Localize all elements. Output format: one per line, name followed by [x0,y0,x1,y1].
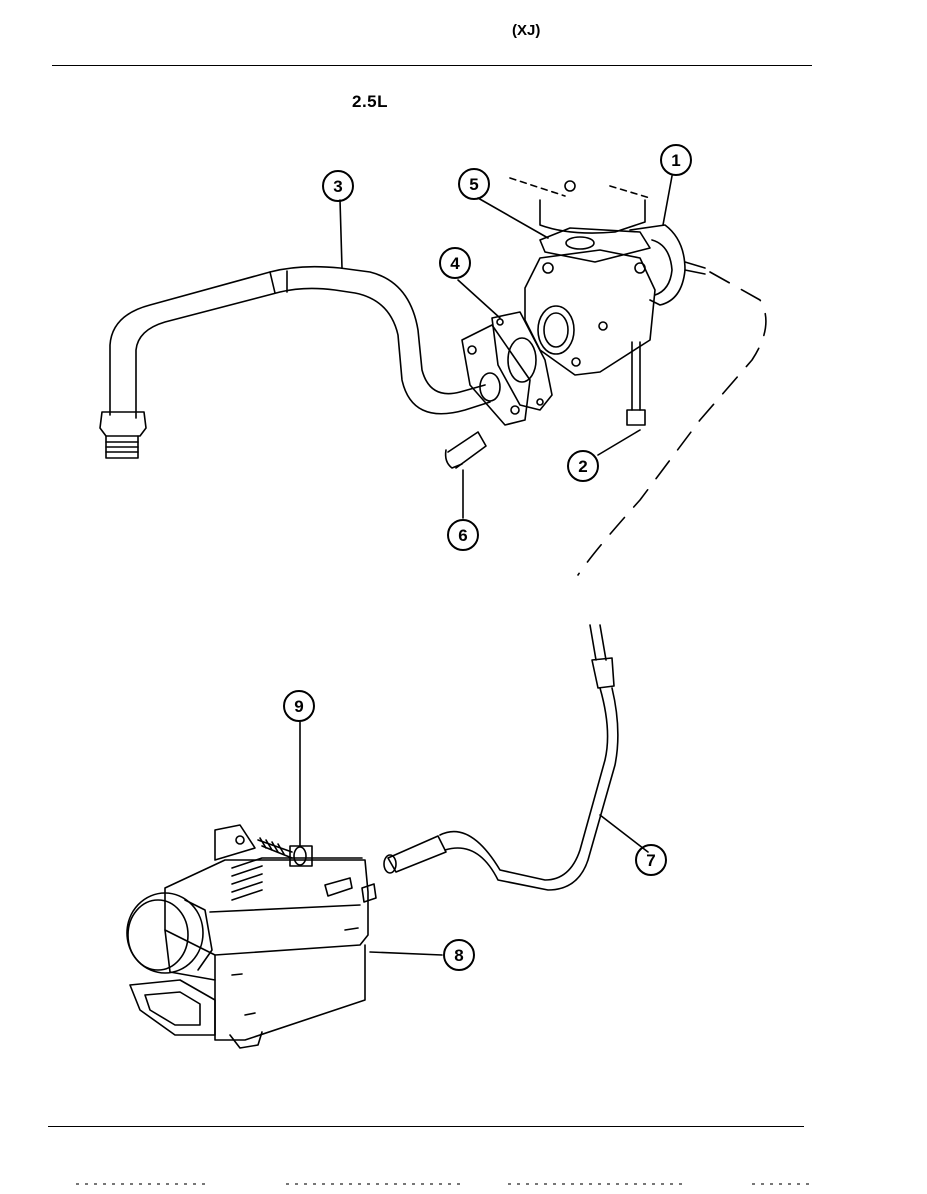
header-rule [52,65,812,66]
callout-6: 6 [447,519,479,551]
callout-2-label: 2 [578,457,587,476]
scan-artifact [76,1183,206,1185]
vacuum-hose [383,624,619,891]
scan-artifact [286,1183,466,1185]
callout-5-label: 5 [469,175,478,194]
callout-8-label: 8 [454,946,463,965]
callout-9-label: 9 [294,697,303,716]
callout-1-label: 1 [671,151,680,170]
vacuum-routing-line [577,271,767,576]
callout-6-label: 6 [458,526,467,545]
engine-label: 2.5L [352,92,389,111]
scan-artifact [508,1183,688,1185]
egr-transducer [126,824,377,1049]
footer-rule [48,1126,804,1127]
callout-2: 2 [567,450,599,482]
leader-lines [299,175,673,956]
mounting-screw [257,837,313,867]
callout-9: 9 [283,690,315,722]
callout-3: 3 [322,170,354,202]
callout-4: 4 [439,247,471,279]
egr-valve [509,177,706,376]
callout-5: 5 [458,168,490,200]
bolt-long [626,341,646,426]
gasket [491,311,553,411]
callout-1: 1 [660,144,692,176]
callout-4-label: 4 [450,254,460,273]
callout-8: 8 [443,939,475,971]
callout-7: 7 [635,844,667,876]
callout-3-label: 3 [333,177,342,196]
bolt-short [444,431,487,469]
scan-artifact [752,1183,812,1185]
callout-7-label: 7 [646,851,655,870]
egr-tube [99,265,531,459]
header-model-code: (XJ) [512,22,541,39]
